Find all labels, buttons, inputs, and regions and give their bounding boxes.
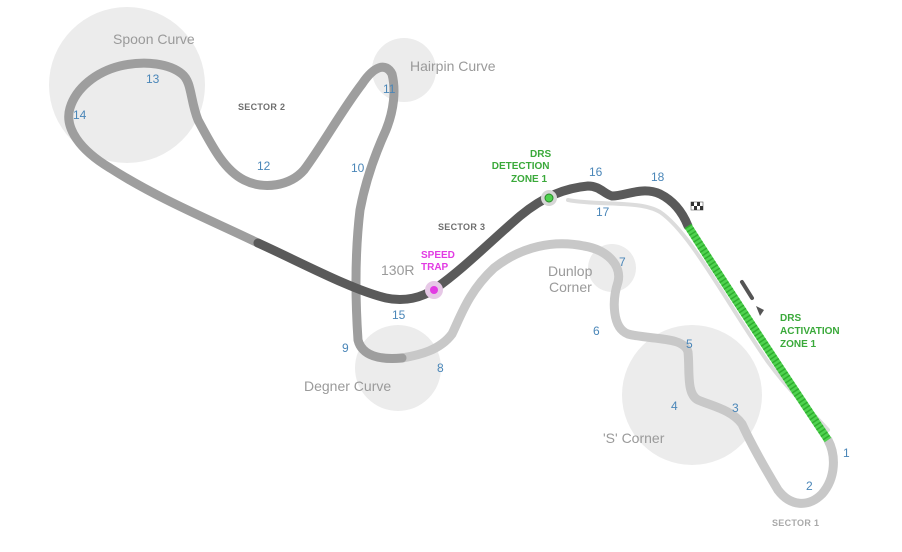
corner-name-dunlop-2: Corner <box>549 279 592 295</box>
speed-trap-label: SPEED TRAP <box>421 250 458 273</box>
turn-number: 15 <box>392 308 406 322</box>
track-sector-1 <box>397 239 838 508</box>
speed-trap-line: SPEED <box>421 250 455 261</box>
drs-detection-line: DETECTION <box>492 161 550 172</box>
corner-name-s: 'S' Corner <box>603 430 665 446</box>
drs-detection-line: DRS <box>530 149 551 160</box>
drs-detection-point <box>541 190 557 206</box>
corner-name-130r: 130R <box>381 262 414 278</box>
corner-name-dunlop-1: Dunlop <box>548 263 593 279</box>
sector-label-1: SECTOR 1 <box>772 518 819 528</box>
turn-number: 17 <box>596 205 610 219</box>
track-sector-2 <box>64 58 407 363</box>
drs-activation-line: ACTIVATION <box>780 326 840 337</box>
turn-number: 9 <box>342 341 349 355</box>
drs-activation-line: ZONE 1 <box>780 339 817 350</box>
turn-number: 18 <box>651 170 665 184</box>
turn-number: 4 <box>671 399 678 413</box>
turn-number: 10 <box>351 161 365 175</box>
turn-number: 1 <box>843 446 850 460</box>
degner-curve-circle <box>355 325 441 411</box>
turn-number: 3 <box>732 401 739 415</box>
drs-detection-line: ZONE 1 <box>511 174 548 185</box>
drs-activation-zone-stripes <box>684 223 832 443</box>
corner-name-degner: Degner Curve <box>304 378 391 394</box>
drs-activation-line: DRS <box>780 313 801 324</box>
turn-number: 14 <box>73 108 87 122</box>
car-direction-icon <box>740 280 764 316</box>
turn-number: 8 <box>437 361 444 375</box>
turn-number: 13 <box>146 72 160 86</box>
corner-name-spoon: Spoon Curve <box>113 31 195 47</box>
checkered-flag-icon <box>690 201 704 211</box>
spoon-curve-circle <box>49 7 205 163</box>
corner-highlights <box>49 7 762 465</box>
turn-number: 16 <box>589 165 603 179</box>
corner-name-hairpin: Hairpin Curve <box>410 58 496 74</box>
drs-detection-label: DRS DETECTION ZONE 1 <box>492 149 554 185</box>
turn-number: 7 <box>619 255 626 269</box>
track-sector-3 <box>253 181 693 305</box>
turn-number: 11 <box>383 82 396 96</box>
turn-number: 5 <box>686 337 693 351</box>
speed-trap-point <box>425 281 443 299</box>
drs-activation-label: DRS ACTIVATION ZONE 1 <box>780 313 842 350</box>
sector-label-2: SECTOR 2 <box>238 102 285 112</box>
turn-number: 6 <box>593 324 600 338</box>
turn-number: 2 <box>806 479 813 493</box>
sector-label-3: SECTOR 3 <box>438 222 485 232</box>
hairpin-curve-circle <box>372 38 436 102</box>
speed-trap-line: TRAP <box>421 262 449 273</box>
turn-number: 12 <box>257 159 271 173</box>
